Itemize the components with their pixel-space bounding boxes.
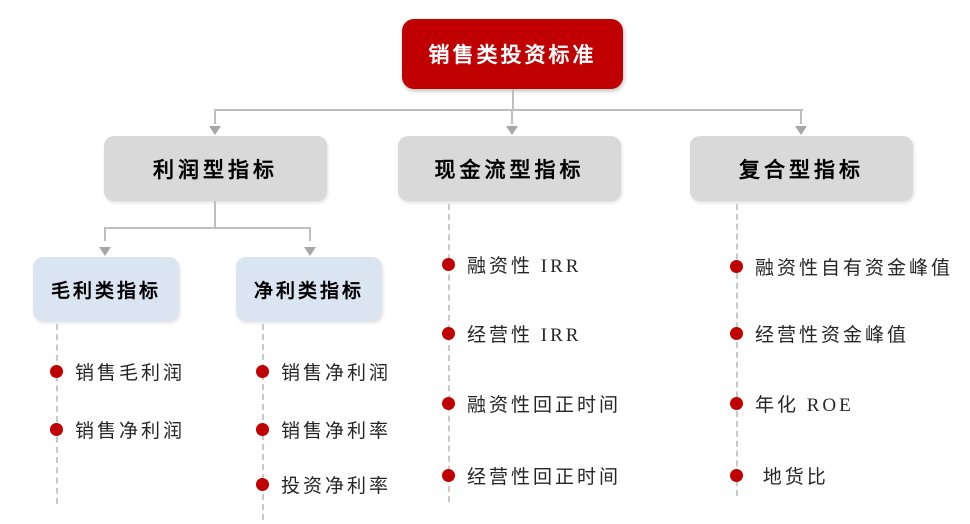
connector-profit-stem bbox=[214, 201, 216, 229]
node-profit-indicators: 利润型指标 bbox=[104, 136, 327, 201]
dashed-line-net bbox=[262, 324, 264, 520]
bullet-icon bbox=[442, 468, 455, 482]
node-cashflow-label: 现金流型指标 bbox=[434, 157, 585, 182]
arrow-down-icon-gross bbox=[99, 247, 111, 256]
connector-stub-gross bbox=[104, 227, 106, 241]
list-item-label: 销售净利率 bbox=[281, 420, 392, 442]
arrow-down-icon-net bbox=[304, 247, 316, 256]
node-gross-profit-indicators: 毛利类指标 bbox=[33, 257, 179, 321]
root-node-label: 销售类投资标准 bbox=[428, 43, 597, 67]
node-composite-label: 复合型指标 bbox=[739, 157, 864, 182]
list-item-label: 经营性回正时间 bbox=[467, 466, 622, 488]
list-item-label: 经营性资金峰值 bbox=[755, 324, 910, 346]
connector-level2-hbar bbox=[104, 227, 311, 229]
list-item-composite-2: 经营性资金峰值 bbox=[730, 322, 910, 346]
bullet-icon bbox=[442, 257, 455, 271]
arrow-down-icon-cashflow bbox=[506, 126, 518, 135]
list-item-gross-1: 销售毛利润 bbox=[50, 360, 186, 384]
connector-stub-cashflow bbox=[511, 109, 513, 124]
node-cashflow-indicators: 现金流型指标 bbox=[398, 136, 621, 201]
list-item-composite-3: 年化 ROE bbox=[730, 392, 854, 416]
list-item-net-1: 销售净利润 bbox=[256, 360, 392, 384]
node-profit-label: 利润型指标 bbox=[153, 157, 278, 182]
arrow-down-icon-composite bbox=[795, 126, 807, 135]
list-item-label: 融资性回正时间 bbox=[467, 394, 622, 416]
root-node-sales-investment-standards: 销售类投资标准 bbox=[402, 19, 623, 89]
dashed-line-composite bbox=[736, 204, 738, 496]
list-item-cashflow-3: 融资性回正时间 bbox=[442, 392, 622, 416]
connector-root-stem bbox=[512, 89, 514, 110]
list-item-label: 融资性 IRR bbox=[467, 255, 582, 277]
bullet-icon bbox=[730, 468, 743, 482]
dashed-line-cashflow bbox=[448, 204, 450, 502]
bullet-icon bbox=[730, 326, 743, 340]
list-item-label: 投资净利率 bbox=[281, 475, 392, 497]
bullet-icon bbox=[730, 259, 743, 273]
bullet-icon bbox=[442, 396, 455, 410]
list-item-label: 销售毛利润 bbox=[75, 362, 186, 384]
connector-stub-profit bbox=[214, 109, 216, 124]
bullet-icon bbox=[442, 326, 455, 340]
bullet-icon bbox=[730, 396, 743, 410]
connector-stub-composite bbox=[800, 109, 802, 124]
bullet-icon bbox=[256, 364, 269, 378]
list-item-gross-2: 销售净利润 bbox=[50, 418, 186, 442]
node-composite-indicators: 复合型指标 bbox=[690, 136, 913, 201]
list-item-cashflow-4: 经营性回正时间 bbox=[442, 464, 622, 488]
list-item-composite-1: 融资性自有资金峰值 bbox=[730, 255, 954, 279]
node-net-label: 净利类指标 bbox=[253, 280, 364, 302]
connector-stub-net bbox=[309, 227, 311, 241]
connector-level1-hbar bbox=[214, 109, 803, 111]
bullet-icon bbox=[50, 364, 63, 378]
list-item-net-2: 销售净利率 bbox=[256, 418, 392, 442]
list-item-label: 融资性自有资金峰值 bbox=[755, 257, 954, 279]
list-item-cashflow-2: 经营性 IRR bbox=[442, 322, 582, 346]
list-item-label: 销售净利润 bbox=[75, 420, 186, 442]
bullet-icon bbox=[50, 422, 63, 436]
arrow-down-icon-profit bbox=[209, 126, 221, 135]
bullet-icon bbox=[256, 477, 269, 491]
list-item-composite-4: 地货比 bbox=[730, 464, 829, 488]
list-item-label: 销售净利润 bbox=[281, 362, 392, 384]
list-item-label: 经营性 IRR bbox=[467, 324, 582, 346]
list-item-label: 地货比 bbox=[755, 466, 829, 488]
list-item-cashflow-1: 融资性 IRR bbox=[442, 253, 582, 277]
list-item-label: 年化 ROE bbox=[755, 394, 854, 416]
list-item-net-3: 投资净利率 bbox=[256, 473, 392, 497]
node-gross-label: 毛利类指标 bbox=[50, 280, 161, 302]
node-net-profit-indicators: 净利类指标 bbox=[236, 257, 382, 321]
bullet-icon bbox=[256, 422, 269, 436]
dashed-line-gross bbox=[56, 324, 58, 504]
